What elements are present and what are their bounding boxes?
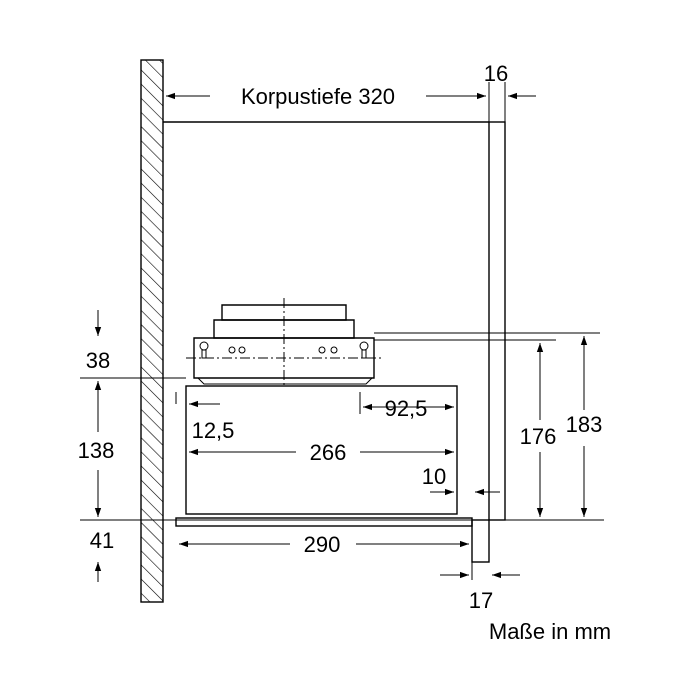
label-16: 16 (484, 61, 508, 86)
label-138: 138 (78, 438, 115, 463)
label-183: 183 (566, 412, 603, 437)
label-17: 17 (469, 588, 493, 613)
label-10: 10 (422, 464, 446, 489)
extractor-hood (175, 298, 490, 563)
label-92-5: 92,5 (385, 396, 428, 421)
cabinet (163, 121, 506, 521)
label-290: 290 (304, 532, 341, 557)
label-units: Maße in mm (489, 619, 611, 644)
label-266: 266 (310, 440, 347, 465)
keyhole-slot-icon (199, 341, 369, 359)
extension-lines (80, 82, 604, 580)
wall (140, 59, 164, 603)
label-12-5: 12,5 (192, 418, 235, 443)
label-38: 38 (86, 348, 110, 373)
screw-icon (228, 346, 338, 354)
dimension-lines (94, 92, 588, 582)
label-korpustiefe: Korpustiefe 320 (241, 84, 395, 109)
label-41: 41 (90, 528, 114, 553)
label-176: 176 (520, 424, 557, 449)
